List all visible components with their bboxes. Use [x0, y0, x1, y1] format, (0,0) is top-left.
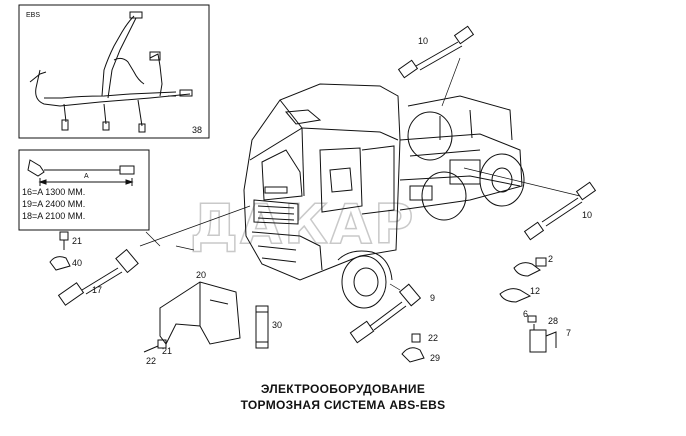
- loose-parts: [49, 25, 597, 363]
- part-number-7: 7: [566, 328, 571, 338]
- part-number-30: 30: [272, 320, 282, 330]
- inset-ebs-harness: [18, 4, 210, 139]
- part-number-12: 12: [530, 286, 540, 296]
- part-number-22-right: 22: [428, 333, 438, 343]
- part-number-21-left: 21: [72, 236, 82, 246]
- inset-cable-length-3: 18=A 2100 MM.: [22, 211, 85, 221]
- part-number-20: 20: [196, 270, 206, 280]
- part-number-2: 2: [548, 254, 553, 264]
- part-number-28: 28: [548, 316, 558, 326]
- inset-ebs-number: 38: [192, 125, 202, 135]
- caption-line-2: ТОРМОЗНАЯ СИСТЕМА ABS-EBS: [240, 398, 446, 412]
- part-number-6: 6: [523, 309, 528, 319]
- part-number-labels: 10 10 2 12 6 28 7 9 22 29 30 20 21 40 17…: [72, 36, 592, 366]
- watermark-text: ДАКАР: [190, 193, 415, 256]
- inset-ebs-tag: EBS: [26, 12, 40, 19]
- part-number-9: 9: [430, 293, 435, 303]
- part-number-10-right: 10: [582, 210, 592, 220]
- inset-cable-length-2: 19=A 2400 MM.: [22, 199, 85, 209]
- part-number-40: 40: [72, 258, 82, 268]
- truck-illustration: [243, 83, 525, 309]
- caption-line-1: ЭЛЕКТРООБОРУДОВАНИЕ: [260, 382, 426, 396]
- part-number-21-bottom: 21: [162, 346, 172, 356]
- part-number-17: 17: [92, 285, 102, 295]
- inset-cable-dim: A: [84, 173, 89, 180]
- part-number-10-top: 10: [418, 36, 428, 46]
- part-number-22-bottom: 22: [146, 356, 156, 366]
- inset-cable-length-1: 16=A 1300 MM.: [22, 187, 85, 197]
- part-number-29: 29: [430, 353, 440, 363]
- inset-cable-lengths: [18, 149, 150, 231]
- leader-lines: [139, 57, 581, 291]
